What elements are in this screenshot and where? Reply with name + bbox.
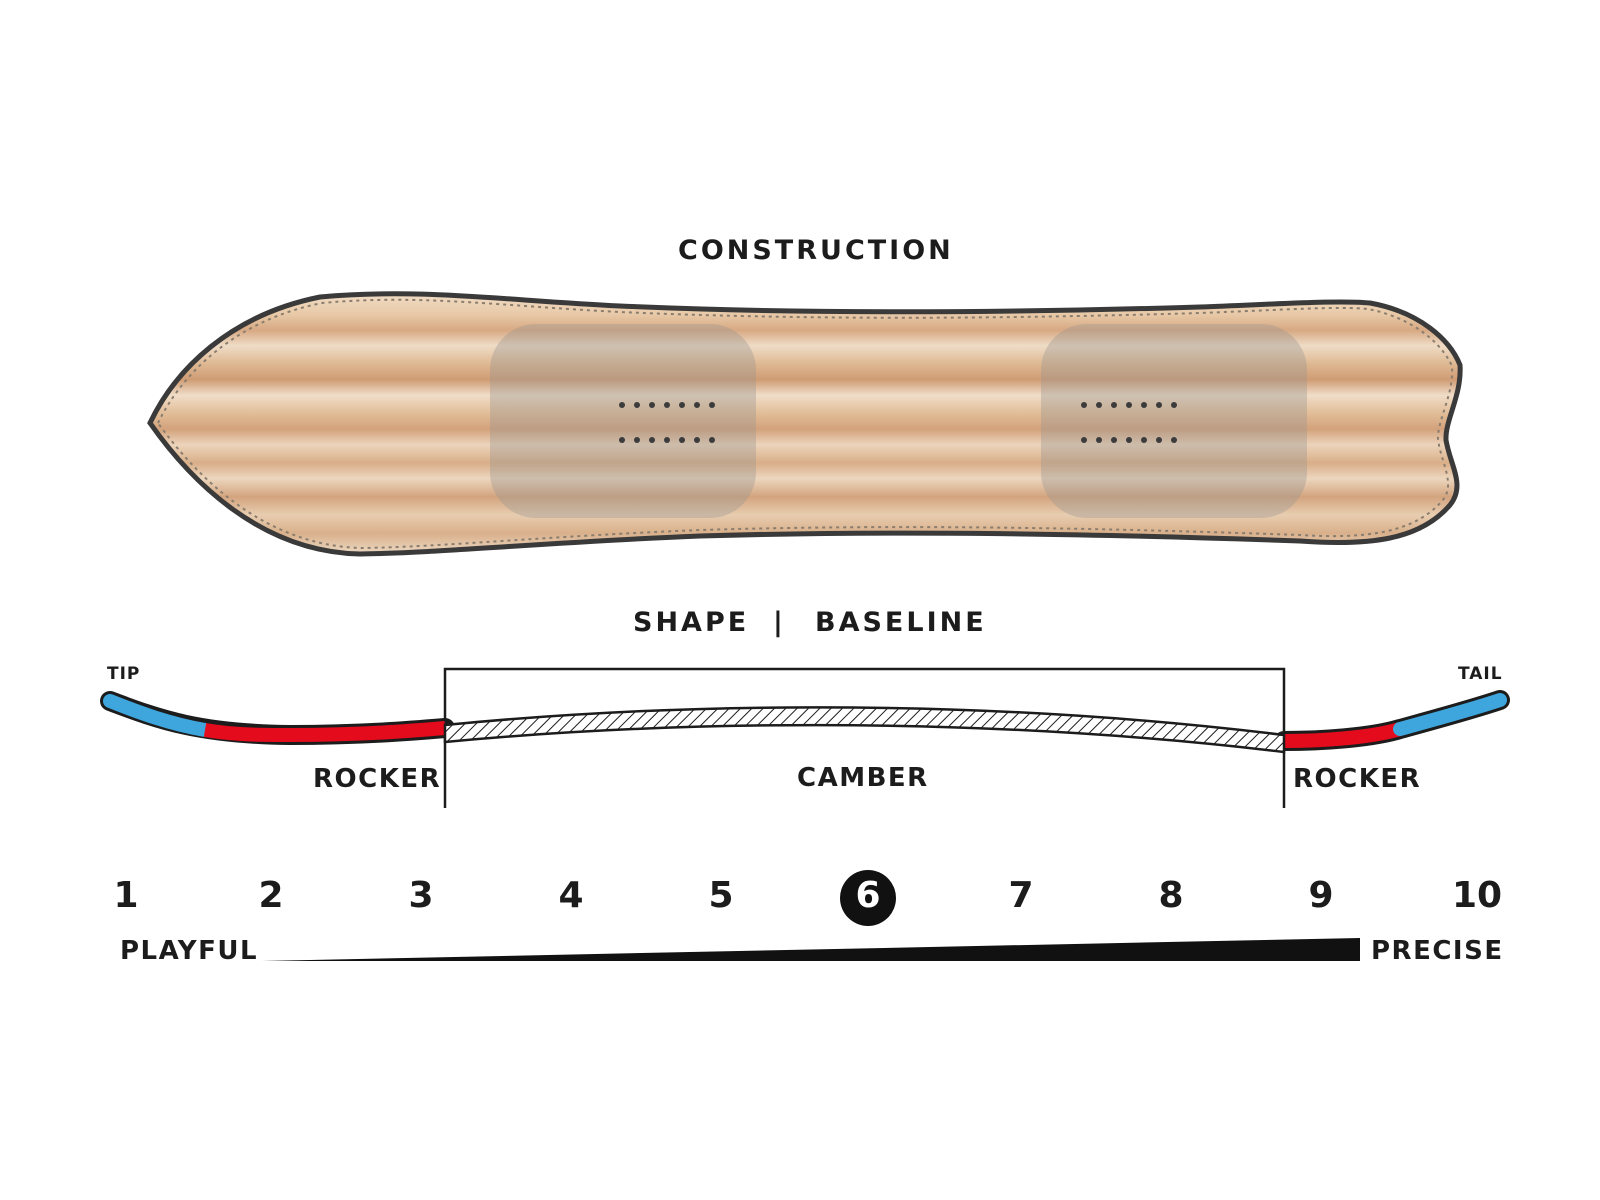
scale-number-10: 10 bbox=[1451, 875, 1503, 916]
rocker-right-label: ROCKER bbox=[1293, 764, 1422, 794]
camber-label: CAMBER bbox=[797, 763, 929, 793]
baseline-title: BASELINE bbox=[815, 607, 987, 638]
scale-number-1: 1 bbox=[113, 875, 139, 916]
tip-label: TIP bbox=[107, 664, 141, 684]
front-inserts bbox=[619, 402, 715, 443]
tail-label: TAIL bbox=[1458, 664, 1503, 684]
title-separator: | bbox=[773, 607, 786, 638]
rocker-left-label: ROCKER bbox=[313, 764, 442, 794]
front-insert-pad bbox=[490, 324, 756, 518]
scale-number-6-selected: 6 bbox=[855, 875, 881, 916]
construction-title: CONSTRUCTION bbox=[678, 235, 954, 266]
board-edge-stitch bbox=[156, 298, 1454, 550]
left-rocker-segment bbox=[203, 721, 446, 743]
rear-inserts bbox=[1081, 402, 1177, 443]
camber-hatched-segment bbox=[443, 706, 1286, 754]
scale-number-8: 8 bbox=[1158, 875, 1184, 916]
board-profile bbox=[100, 690, 1510, 751]
board-outline bbox=[147, 291, 1463, 557]
rear-insert-pad bbox=[1041, 324, 1307, 518]
stiffness-wedge bbox=[262, 938, 1360, 961]
playful-label: PLAYFUL bbox=[120, 936, 259, 966]
shape-title: SHAPE bbox=[633, 607, 750, 638]
precise-label: PRECISE bbox=[1371, 936, 1504, 966]
tail-blue-segment bbox=[1393, 693, 1507, 736]
scale-number-3: 3 bbox=[408, 875, 434, 916]
scale-number-4: 4 bbox=[558, 875, 584, 916]
scale-number-5: 5 bbox=[708, 875, 734, 916]
tip-blue-segment bbox=[103, 694, 212, 737]
scale-number-9: 9 bbox=[1308, 875, 1334, 916]
selected-score-marker bbox=[840, 870, 896, 926]
scale-number-7: 7 bbox=[1008, 875, 1034, 916]
scale-number-2: 2 bbox=[258, 875, 284, 916]
snowboard-top-view bbox=[147, 291, 1463, 557]
right-rocker-segment bbox=[1283, 722, 1403, 748]
